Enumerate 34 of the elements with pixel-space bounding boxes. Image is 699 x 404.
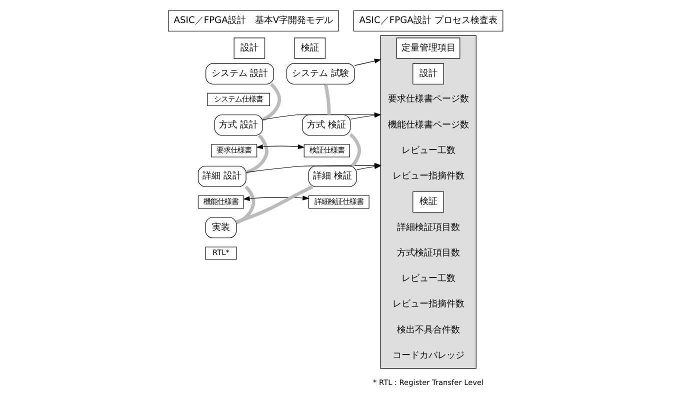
node-box: 定量管理項目 (396, 38, 460, 59)
node-box: 検証 (412, 191, 444, 213)
cluster (380, 35, 476, 369)
node-box: システム 設計 (206, 63, 274, 84)
node-box: 方式 検証 (302, 114, 351, 136)
node-text: 検出不具合件数 (396, 325, 460, 336)
node-text: コードカバレッジ (392, 350, 464, 361)
node-text: レビュー指摘件数 (392, 172, 464, 182)
node-text: レビュー工数 (401, 146, 456, 156)
node-box: システム 試験 (286, 63, 355, 84)
connector (236, 185, 314, 224)
node-box: 方式 設計 (214, 114, 263, 136)
arrow (354, 58, 382, 66)
node-box: ASIC／FPGA設計 プロセス検査表 (353, 10, 504, 32)
arrow (242, 196, 310, 201)
connector (349, 133, 362, 168)
node-box: 詳細 検証 (308, 166, 357, 187)
node-text: 要求仕様書ページ数 (388, 94, 469, 105)
node-text: レビュー工数 (401, 274, 456, 284)
arrow (356, 164, 382, 170)
node-text: 方式検証項目数 (396, 248, 460, 258)
node-box: ASIC／FPGA設計 基本V字開発モデル (168, 10, 339, 32)
node-text: レビュー指摘件数 (392, 300, 464, 310)
connector (236, 186, 256, 224)
node-box: 実装 (205, 217, 237, 238)
node-box: 詳細 設計 (198, 166, 246, 187)
node-box: 設計 (412, 63, 444, 84)
node-text: 詳細検証項目数 (396, 222, 460, 233)
node-box: 検証 (294, 38, 326, 59)
connector (246, 134, 268, 174)
connector (324, 84, 331, 115)
node-box: 設計 (234, 38, 266, 59)
node-text: 機能仕様書ページ数 (388, 120, 469, 130)
arrow (256, 144, 305, 150)
